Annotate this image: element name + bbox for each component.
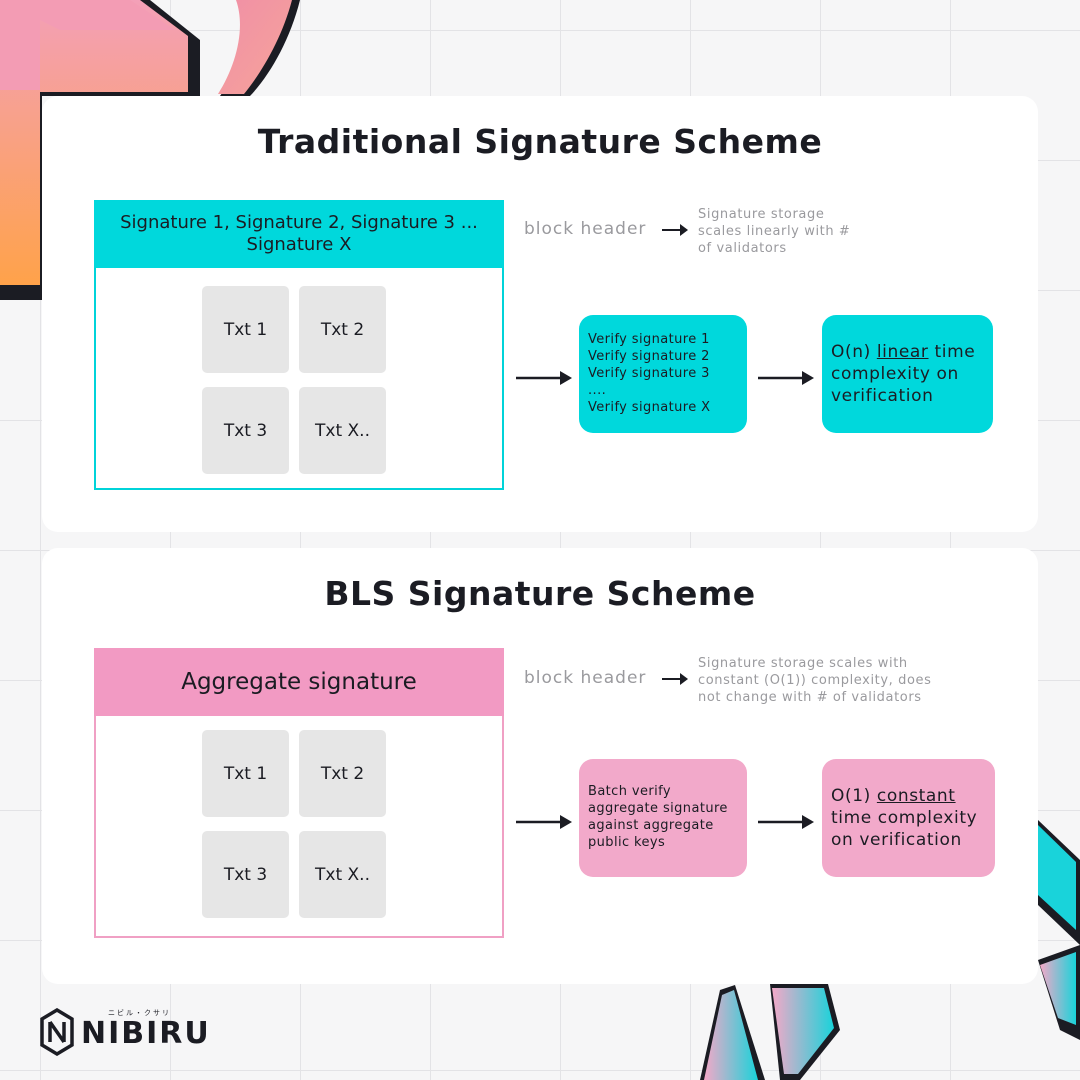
txn-box-3: Txt 3: [202, 387, 289, 474]
txn-box-x: Txt X..: [299, 387, 386, 474]
linear-complexity-box: O(n) linear time complexity on verificat…: [822, 315, 993, 433]
arrow-right-icon: [758, 371, 814, 385]
decor-shape-topleft-fill: [0, 0, 188, 285]
verify-signatures-box: Verify signature 1 Verify signature 2 Ve…: [579, 315, 747, 433]
complexity-text: O(1) constant time complexity on verific…: [831, 786, 978, 850]
block-header-label: block header: [524, 668, 647, 688]
storage-note: Signature storage scales linearly with #…: [698, 207, 851, 256]
txn-box-2: Txt 2: [299, 286, 386, 373]
traditional-scheme-title: Traditional Signature Scheme: [257, 122, 823, 161]
bls-scheme-panel: BLS Signature Scheme Aggregate signature…: [42, 548, 1038, 984]
arrow-right-icon: [662, 673, 688, 685]
constant-complexity-box: O(1) constant time complexity on verific…: [822, 759, 995, 877]
traditional-block: Signature 1, Signature 2, Signature 3 ..…: [94, 200, 504, 490]
brand-katakana: ニビル・クサリ: [108, 1009, 171, 1017]
storage-note: Signature storage scales with constant (…: [698, 656, 932, 705]
bls-block-header: Aggregate signature: [94, 648, 504, 716]
txn-box-x: Txt X..: [299, 831, 386, 918]
brand-name: NIBIRU: [81, 1016, 211, 1051]
batch-verify-box: Batch verify aggregate signature against…: [579, 759, 747, 877]
txn-box-3: Txt 3: [202, 831, 289, 918]
arrow-right-icon: [758, 815, 814, 829]
batch-verify-text: Batch verify aggregate signature against…: [588, 784, 728, 850]
verify-line: ....: [588, 383, 607, 398]
bls-block: Aggregate signature Txt 1 Txt 2 Txt 3 Tx…: [94, 648, 504, 938]
txn-box-1: Txt 1: [202, 730, 289, 817]
arrow-right-icon: [662, 224, 688, 236]
traditional-block-header: Signature 1, Signature 2, Signature 3 ..…: [94, 200, 504, 268]
arrow-right-icon: [516, 815, 572, 829]
verify-line: Verify signature X: [588, 400, 711, 415]
txn-box-2: Txt 2: [299, 730, 386, 817]
block-header-label: block header: [524, 219, 647, 239]
nibiru-logo-icon: [40, 1008, 74, 1056]
txn-box-1: Txt 1: [202, 286, 289, 373]
verify-line: Verify signature 2: [588, 349, 710, 364]
verify-line: Verify signature 3: [588, 366, 710, 381]
complexity-text: O(n) linear time complexity on verificat…: [831, 342, 976, 406]
arrow-right-icon: [516, 371, 572, 385]
verify-line: Verify signature 1: [588, 332, 710, 347]
bls-scheme-title: BLS Signature Scheme: [324, 574, 756, 613]
traditional-scheme-panel: Traditional Signature Scheme Signature 1…: [42, 96, 1038, 532]
